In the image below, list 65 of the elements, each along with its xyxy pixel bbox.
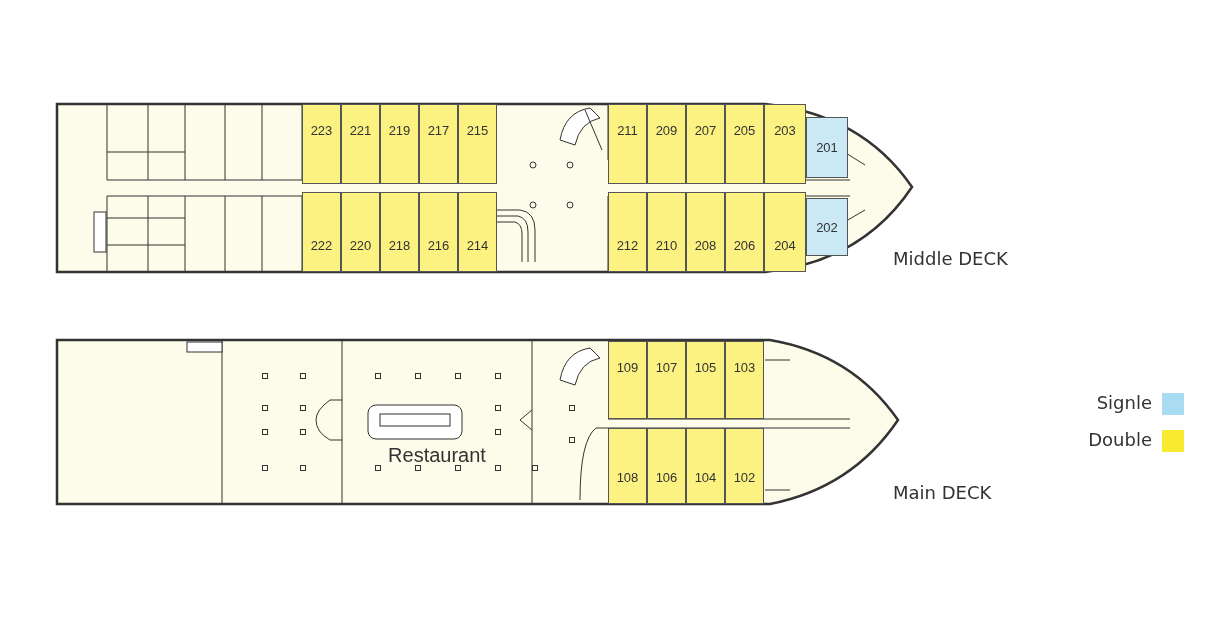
legend-label: Double	[1088, 429, 1152, 450]
deck-label: Middle DECK	[893, 248, 1008, 269]
legend-label: Signle	[1096, 392, 1152, 413]
cabin	[419, 104, 458, 184]
cabin	[458, 192, 497, 272]
cabin-number: 204	[774, 238, 796, 253]
deck-label: Main DECK	[893, 482, 992, 503]
cabin-number: 217	[427, 123, 450, 138]
cabin-number: 223	[310, 123, 333, 138]
cabin-number: 108	[616, 470, 639, 485]
cabin-number: 205	[733, 123, 756, 138]
cabin	[764, 192, 806, 272]
cabin-number: 107	[655, 360, 678, 375]
cabin-number: 212	[616, 238, 639, 253]
cabin-number: 208	[694, 238, 717, 253]
cabin	[725, 104, 764, 184]
cabin-number: 210	[655, 238, 678, 253]
cabin-number: 221	[349, 123, 372, 138]
cabin	[647, 192, 686, 272]
cabin	[806, 117, 848, 178]
cabin	[419, 192, 458, 272]
cabin	[647, 341, 686, 419]
cabin-number: 104	[694, 470, 717, 485]
cabin	[302, 104, 341, 184]
cabin	[341, 192, 380, 272]
cabin	[647, 104, 686, 184]
cabin-number: 219	[388, 123, 411, 138]
cabin-number: 201	[816, 140, 838, 155]
cabin-number: 106	[655, 470, 678, 485]
cabin-number: 218	[388, 238, 411, 253]
cabin-number: 214	[466, 238, 489, 253]
cabin-number: 103	[733, 360, 756, 375]
cabin-number: 222	[310, 238, 333, 253]
cabin	[341, 104, 380, 184]
cabin	[725, 192, 764, 272]
cabin	[686, 428, 725, 504]
cabin	[380, 104, 419, 184]
cabin-number: 220	[349, 238, 372, 253]
cabin	[686, 192, 725, 272]
cabin	[686, 341, 725, 419]
cabin	[458, 104, 497, 184]
cabin-number: 215	[466, 123, 489, 138]
cabin-number: 202	[816, 219, 838, 235]
room-label: Restaurant	[388, 444, 486, 467]
cabin	[725, 428, 764, 504]
cabin-number: 207	[694, 123, 717, 138]
cabin	[725, 341, 764, 419]
cabin	[764, 104, 806, 184]
cabin-number: 209	[655, 123, 678, 138]
cabin-number: 211	[617, 123, 638, 138]
cabin	[608, 428, 647, 504]
cabin	[608, 104, 647, 184]
cabin	[647, 428, 686, 504]
cabin-number: 206	[733, 238, 756, 253]
cabin	[380, 192, 419, 272]
cabin-number: 203	[774, 123, 796, 138]
cabin-number: 105	[694, 360, 717, 375]
cabin	[608, 341, 647, 419]
cabin-number: 109	[616, 360, 639, 375]
cabin	[806, 198, 848, 256]
cabin	[686, 104, 725, 184]
cabin-number: 216	[427, 238, 450, 253]
cabin-number: 102	[733, 470, 756, 485]
cabin	[302, 192, 341, 272]
cabin	[608, 192, 647, 272]
